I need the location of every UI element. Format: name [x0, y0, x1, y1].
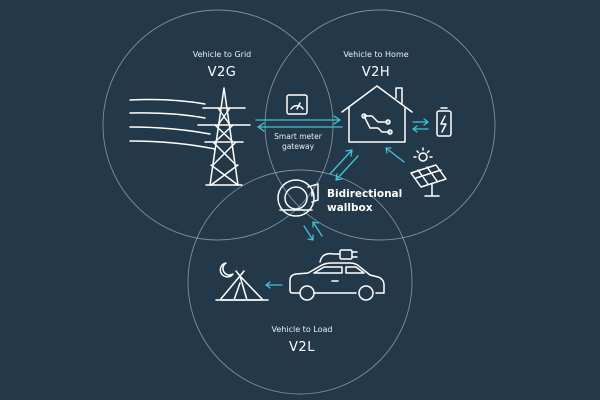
v2h-subtitle: Vehicle to Home [343, 50, 408, 59]
wallbox-car-arrows [303, 221, 323, 241]
smart-meter-label-line2: gateway [282, 142, 315, 151]
smart-meter-label-line1: Smart meter [274, 132, 323, 141]
car-icon [289, 262, 385, 301]
home-wallbox-arrows [329, 149, 359, 181]
smart-meter-icon [286, 94, 308, 115]
v2l-subtitle: Vehicle to Load [272, 325, 333, 334]
transmission-tower-icon [197, 87, 251, 186]
v2g-circle [102, 9, 334, 241]
v2h-circle [264, 9, 496, 241]
v2g-title: V2G [208, 65, 237, 80]
wallbox-label-line1: Bidirectional [327, 188, 402, 200]
v2l-circle [187, 169, 413, 395]
power-lines-icon [129, 98, 216, 150]
wallbox-label-line2: wallbox [327, 202, 373, 214]
wallbox-icon [277, 179, 319, 217]
home-battery-arrows [412, 118, 429, 133]
battery-icon [436, 107, 452, 137]
smart-home-icon [341, 85, 413, 143]
tent-icon [215, 270, 269, 301]
car-tent-arrow [265, 281, 283, 289]
v2h-title: V2H [362, 65, 390, 80]
v2g-subtitle: Vehicle to Grid [193, 50, 252, 59]
ev-plug-icon [319, 249, 358, 263]
moon-icon [219, 262, 234, 278]
grid-home-arrows [255, 115, 343, 132]
v2l-title: V2L [289, 340, 315, 355]
solar-panel-icon [410, 147, 447, 197]
solar-home-arrow [385, 147, 405, 163]
